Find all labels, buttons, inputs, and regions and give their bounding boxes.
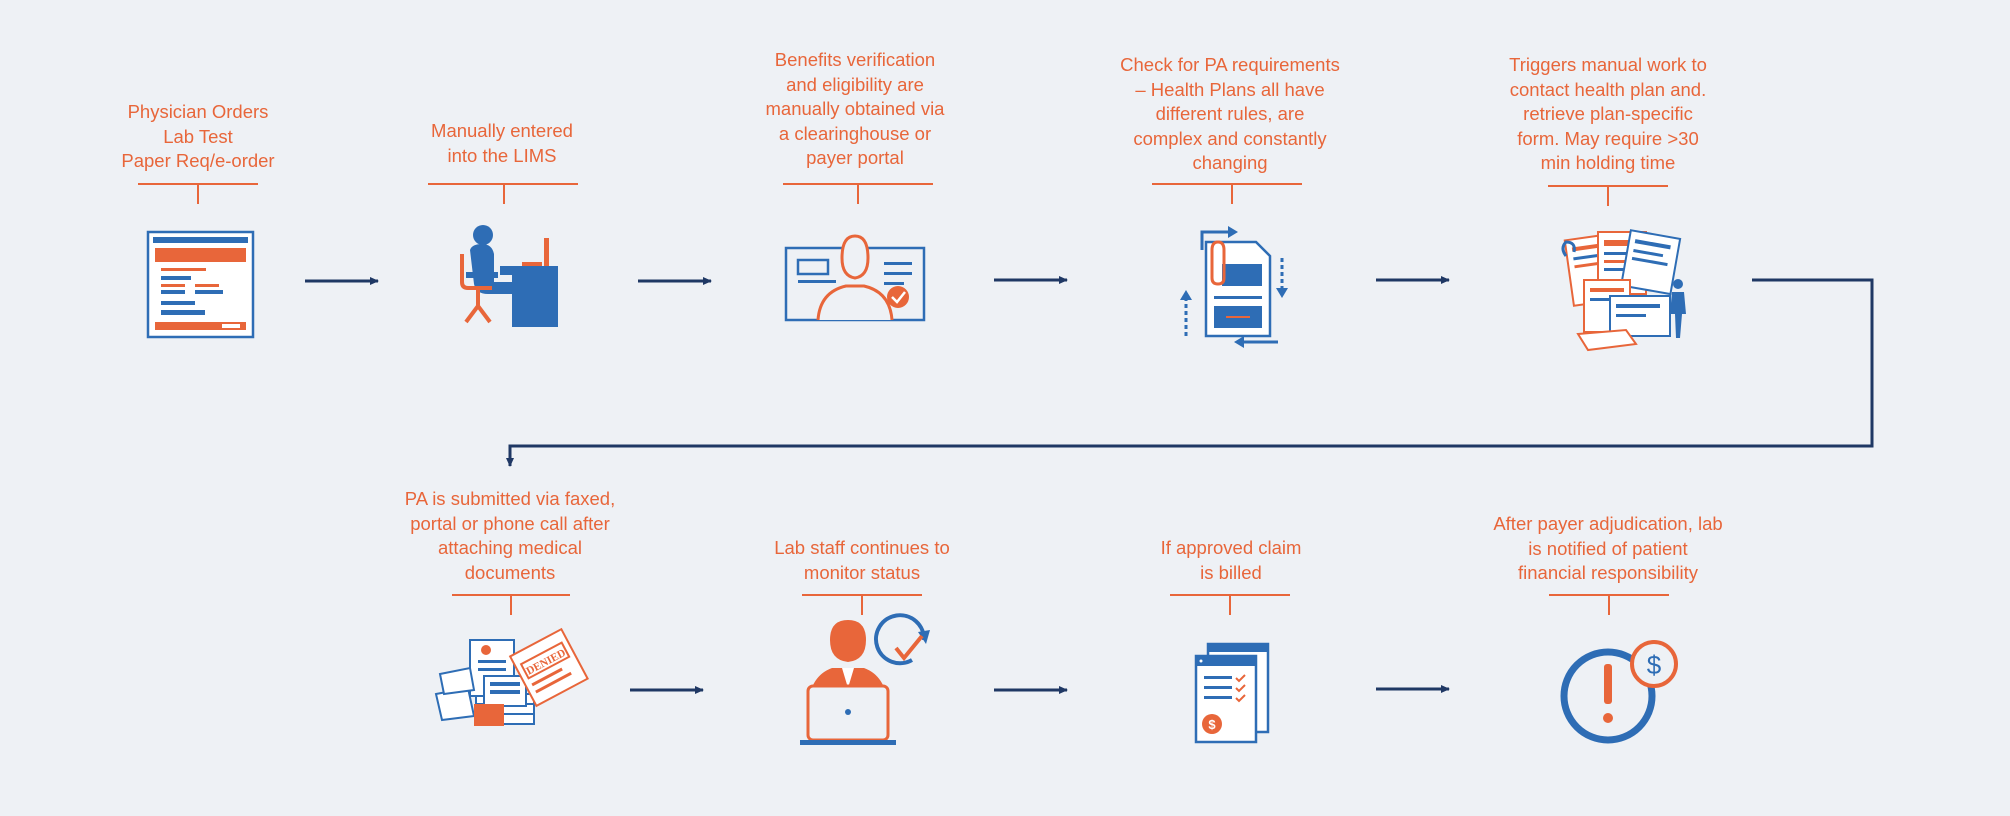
staff-laptop-check-icon: [800, 613, 930, 745]
alert-dollar-icon: $: [1560, 640, 1678, 744]
step-label-benefits-verification: Benefits verification and eligibility ar…: [765, 49, 945, 168]
step-label-patient-responsibility: After payer adjudication, lab is notifie…: [1493, 513, 1723, 583]
document-cycle-icon: [1180, 226, 1288, 348]
label-connector: [1548, 185, 1668, 187]
label-connector: [428, 183, 578, 185]
label-connector: [138, 183, 258, 185]
paperwork-pile-icon: [1561, 229, 1686, 352]
id-card-icon: [784, 234, 926, 322]
step-label-monitor-status: Lab staff continues to monitor status: [774, 537, 950, 583]
denied-documents-icon: DENIED: [434, 627, 589, 726]
label-connector: [1607, 186, 1609, 206]
person-at-desk-icon: [460, 225, 558, 327]
svg-text:$: $: [1208, 717, 1216, 732]
label-connector: [452, 594, 570, 596]
label-connector: [197, 184, 199, 204]
order-form-icon: [146, 230, 255, 339]
step-label-manual-entry: Manually entered into the LIMS: [431, 120, 573, 166]
label-connector: [510, 595, 512, 615]
flow-connector: [506, 278, 1874, 467]
step-label-pa-submitted: PA is submitted via faxed, portal or pho…: [404, 488, 616, 583]
label-connector: [503, 184, 505, 204]
label-connector: [1229, 595, 1231, 615]
svg-text:$: $: [1647, 650, 1662, 680]
billing-invoice-icon: $: [1194, 642, 1270, 744]
label-connector: [1170, 594, 1290, 596]
label-connector: [1152, 183, 1302, 185]
label-connector: [857, 184, 859, 204]
label-connector: [1608, 595, 1610, 615]
step-label-manual-work: Triggers manual work to contact health p…: [1509, 54, 1707, 173]
label-connector: [783, 183, 933, 185]
label-connector: [1549, 594, 1669, 596]
step-label-physician-orders: Physician Orders Lab Test Paper Req/e-or…: [121, 101, 275, 171]
step-label-pa-requirements: Check for PA requirements – Health Plans…: [1120, 54, 1340, 173]
label-connector: [861, 595, 863, 615]
label-connector: [802, 594, 922, 596]
step-label-claim-billed: If approved claim is billed: [1160, 537, 1302, 583]
label-connector: [1231, 184, 1233, 204]
